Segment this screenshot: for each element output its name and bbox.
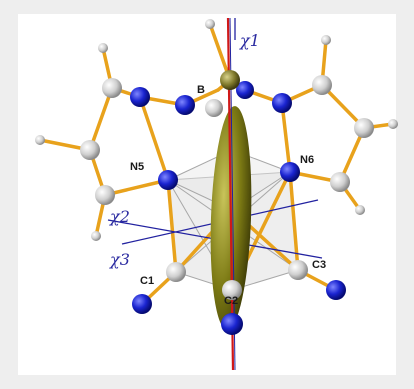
label-chi3: χ3 xyxy=(109,250,130,269)
hydrogen-atom xyxy=(98,43,108,53)
carbon-atom-c2 xyxy=(222,280,242,300)
carbon-atom xyxy=(95,185,115,205)
label-b: B xyxy=(197,84,205,96)
carbon-atom xyxy=(80,140,100,160)
carbon-atom-c3 xyxy=(288,260,308,280)
carbon-atom xyxy=(205,99,223,117)
label-c3: C3 xyxy=(312,259,326,271)
hydrogen-atom xyxy=(388,119,398,129)
figure-panel xyxy=(18,14,396,375)
label-c1: C1 xyxy=(140,275,154,287)
label-n6: N6 xyxy=(300,154,314,166)
hydrogen-atom xyxy=(355,205,365,215)
carbon-atom xyxy=(354,118,374,138)
atom-labels: B N5 N6 C1 C2 C3 xyxy=(130,84,326,307)
label-c2: C2 xyxy=(224,295,238,307)
nitrogen-atom xyxy=(175,95,195,115)
boron-atom xyxy=(220,70,240,90)
label-n5: N5 xyxy=(130,161,144,173)
carbon-atom xyxy=(312,75,332,95)
hydrogen-atom xyxy=(35,135,45,145)
carbon-atom xyxy=(330,172,350,192)
nitrogen-atom xyxy=(221,313,243,335)
nitrogen-atom xyxy=(272,93,292,113)
nitrogen-atom xyxy=(326,280,346,300)
atoms xyxy=(35,19,398,335)
label-chi2: χ2 xyxy=(109,207,130,226)
nitrogen-atom-n5 xyxy=(158,170,178,190)
hydrogen-atom xyxy=(205,19,215,29)
carbon-atom xyxy=(102,78,122,98)
label-chi1: χ1 xyxy=(239,31,260,50)
nitrogen-atom xyxy=(236,81,254,99)
axis-labels: χ1 χ2 χ3 xyxy=(109,31,260,269)
nitrogen-atom-n6 xyxy=(280,162,300,182)
nitrogen-atom xyxy=(132,294,152,314)
nitrogen-atom xyxy=(130,87,150,107)
hydrogen-atom xyxy=(321,35,331,45)
carbon-atom-c1 xyxy=(166,262,186,282)
hydrogen-atom xyxy=(91,231,101,241)
